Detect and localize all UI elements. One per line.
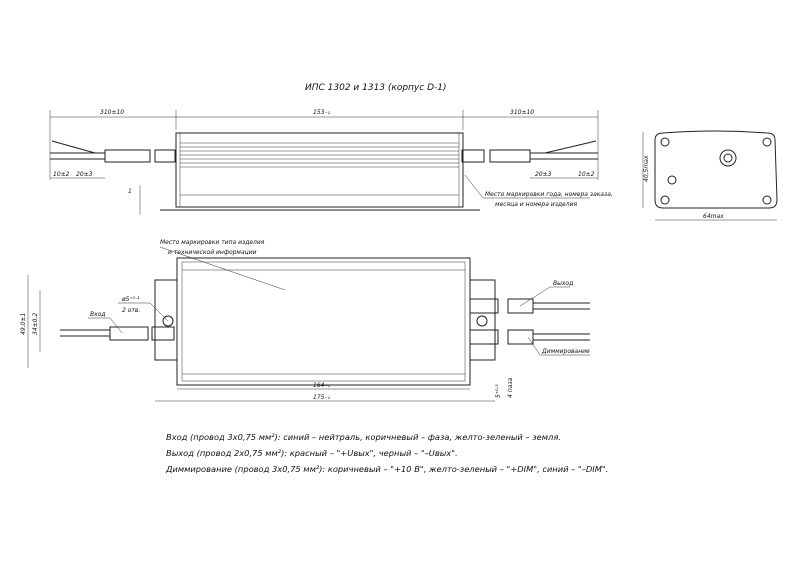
dim-total-height: 49,0±1	[20, 313, 27, 335]
note-output: Выход (провод 2х0,75 мм²): красный – "+U…	[166, 448, 458, 458]
dim-body-length-bottom: 164₋₁	[313, 382, 331, 389]
input-label: Вход	[90, 311, 106, 318]
wiring-notes: Вход (провод 3х0,75 мм²): синий – нейтра…	[165, 432, 608, 474]
dim-slot: 5⁺⁰·³	[495, 384, 502, 398]
output-label: Выход	[553, 280, 573, 287]
marking-note-year: Место маркировки года, номера заказа,	[485, 191, 613, 198]
dim-strip-left: 10±2	[53, 171, 70, 178]
dim-width: 64max	[703, 213, 724, 220]
psu-body-bottom	[176, 257, 471, 386]
dimming-label: Диммирование	[541, 348, 590, 355]
dim-jacket-left: 20±3	[76, 171, 93, 178]
dim-hole-spacing: 34±0,2	[32, 313, 39, 335]
slot-count: 4 паза	[507, 377, 514, 398]
dim-body-length: 153₋₁	[313, 109, 331, 116]
marking-note-month: месяца и номера изделия	[495, 201, 577, 208]
dim-cable-left: 310±10	[100, 109, 124, 116]
dim-height: 40,5max	[643, 155, 650, 182]
dim-flange: 1	[128, 188, 132, 195]
dim-strip-right: 10±2	[578, 171, 595, 178]
end-view: 40,5max 64max	[642, 130, 778, 221]
dim-jacket-right: 20±3	[535, 171, 552, 178]
dim-cable-right: 310±10	[510, 109, 534, 116]
top-view: 310±10 153₋₁ 310±10 10±2 20±3 20±3 10±2 …	[49, 109, 613, 215]
hole-count: 2 отв.	[122, 307, 140, 314]
note-input: Вход (провод 3х0,75 мм²): синий – нейтра…	[166, 432, 561, 442]
drawing-title: ИПС 1302 и 1313 (корпус D-1)	[305, 83, 447, 93]
marking-note-type: Место маркировки типа изделия	[160, 239, 265, 246]
bottom-view: 49,0±1 34±0,2 164₋₁ 175₋₁ 5⁺⁰·³ 4 паза М…	[20, 239, 590, 402]
psu-body-top	[175, 132, 464, 208]
dim-total-length: 175₋₁	[313, 394, 331, 401]
note-dimming: Диммирование (провод 3х0,75 мм²): коричн…	[165, 464, 608, 474]
marking-note-info: и технической информации	[168, 249, 257, 256]
hole-diameter: ø5⁺⁰·¹	[121, 296, 140, 303]
